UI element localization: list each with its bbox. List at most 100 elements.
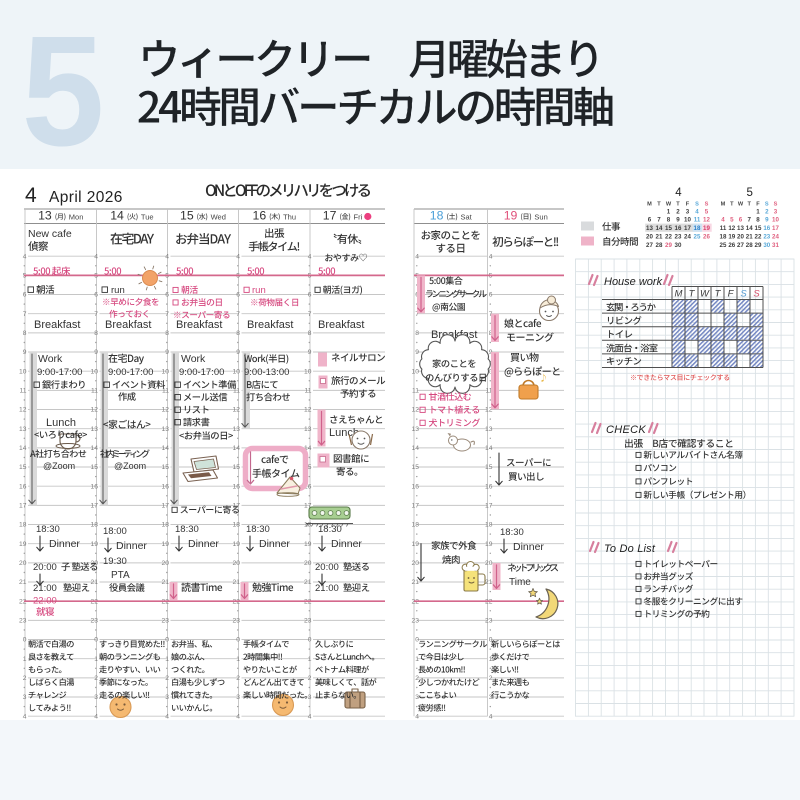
svg-text:Dinner: Dinner [513, 541, 544, 553]
svg-text:11: 11 [694, 217, 701, 224]
svg-text:9: 9 [765, 217, 769, 224]
svg-text:F: F [686, 202, 690, 208]
svg-text:20: 20 [412, 560, 420, 567]
svg-text:17: 17 [412, 503, 420, 510]
svg-text:T: T [730, 202, 734, 208]
svg-text:21:00: 21:00 [33, 583, 57, 594]
svg-text:14: 14 [233, 445, 241, 452]
svg-text:17: 17 [91, 503, 99, 510]
svg-text:17: 17 [304, 503, 312, 510]
svg-text:14: 14 [304, 445, 312, 452]
svg-text:25: 25 [720, 242, 727, 249]
svg-text:T: T [657, 202, 661, 208]
svg-text:11: 11 [720, 225, 727, 232]
svg-text:2: 2 [489, 675, 493, 682]
svg-text:7: 7 [308, 311, 312, 318]
svg-text:20: 20 [304, 560, 312, 567]
svg-text:@Zoom: @Zoom [43, 461, 75, 471]
svg-text:20: 20 [19, 560, 27, 567]
svg-text:9:00-17:00: 9:00-17:00 [108, 367, 153, 378]
svg-text:12: 12 [412, 407, 420, 414]
svg-text:19: 19 [233, 541, 241, 548]
svg-text:20: 20 [162, 560, 170, 567]
svg-text:Sun: Sun [534, 213, 547, 222]
svg-text:5: 5 [705, 208, 709, 215]
svg-text:20: 20 [737, 234, 744, 241]
svg-text:F: F [728, 289, 735, 300]
svg-text:1: 1 [23, 656, 27, 663]
svg-text:1: 1 [756, 208, 760, 215]
svg-text:2: 2 [23, 675, 27, 682]
svg-text:23: 23 [485, 618, 493, 625]
svg-text:4: 4 [415, 253, 419, 260]
svg-text:16: 16 [19, 483, 27, 490]
svg-text:22: 22 [19, 598, 27, 605]
svg-text:8: 8 [236, 330, 240, 337]
svg-text:6: 6 [165, 292, 169, 299]
svg-text:23: 23 [19, 618, 27, 625]
svg-text:18: 18 [694, 225, 701, 232]
svg-text:4: 4 [236, 713, 240, 720]
svg-text:19: 19 [728, 234, 735, 241]
svg-text:23: 23 [162, 618, 170, 625]
svg-text:7: 7 [415, 311, 419, 318]
svg-text:13: 13 [91, 426, 99, 433]
svg-text:7: 7 [165, 311, 169, 318]
svg-text:13: 13 [485, 426, 493, 433]
svg-text:11: 11 [412, 388, 419, 395]
svg-text:20: 20 [646, 234, 653, 241]
svg-text:8: 8 [308, 330, 312, 337]
svg-text:13: 13 [233, 426, 241, 433]
svg-text:9: 9 [236, 349, 240, 356]
svg-text:16: 16 [304, 483, 312, 490]
svg-text:9: 9 [415, 349, 419, 356]
svg-text:2: 2 [165, 675, 169, 682]
svg-text:8: 8 [23, 330, 27, 337]
svg-text:29: 29 [665, 242, 672, 249]
svg-text:12: 12 [162, 407, 170, 414]
svg-text:4: 4 [721, 217, 725, 224]
svg-text:4: 4 [94, 713, 98, 720]
svg-text:15: 15 [19, 464, 27, 471]
svg-text:21: 21 [412, 579, 420, 586]
svg-text:4: 4 [489, 713, 493, 720]
svg-text:5: 5 [22, 4, 105, 179]
svg-text:16: 16 [763, 225, 770, 232]
svg-text:14: 14 [19, 445, 27, 452]
svg-text:run: run [111, 285, 125, 296]
svg-text:S: S [753, 289, 760, 300]
svg-text:4: 4 [25, 184, 37, 207]
svg-text:18: 18 [304, 522, 312, 529]
svg-text:Dinner: Dinner [116, 540, 147, 552]
svg-text:16: 16 [162, 483, 170, 490]
svg-text:S: S [740, 289, 747, 300]
svg-text:15: 15 [665, 225, 672, 232]
svg-text:Dinner: Dinner [188, 538, 219, 550]
svg-text:25: 25 [694, 234, 701, 241]
svg-text:21: 21 [233, 579, 241, 586]
svg-text:2: 2 [236, 675, 240, 682]
svg-text:9:00-13:00: 9:00-13:00 [244, 367, 289, 378]
svg-text:@Zoom: @Zoom [114, 461, 146, 471]
svg-text:13: 13 [38, 209, 52, 223]
svg-text:20:00: 20:00 [33, 562, 57, 573]
svg-text:T: T [715, 289, 722, 300]
svg-text:9: 9 [165, 349, 169, 356]
svg-text:10: 10 [304, 368, 312, 375]
svg-text:19: 19 [19, 541, 27, 548]
svg-text:19: 19 [162, 541, 170, 548]
svg-text:4: 4 [165, 253, 169, 260]
svg-text:1: 1 [667, 208, 671, 215]
svg-text:9: 9 [23, 349, 27, 356]
svg-text:16: 16 [675, 225, 682, 232]
svg-text:23: 23 [233, 618, 241, 625]
svg-text:23: 23 [675, 234, 682, 241]
svg-text:18: 18 [162, 522, 170, 529]
svg-text:13: 13 [304, 426, 312, 433]
svg-text:2: 2 [765, 208, 769, 215]
svg-text:S: S [765, 202, 769, 208]
svg-text:8: 8 [415, 330, 419, 337]
svg-text:20:00: 20:00 [315, 562, 339, 573]
svg-text:10: 10 [233, 368, 241, 375]
svg-text:17: 17 [19, 503, 27, 510]
